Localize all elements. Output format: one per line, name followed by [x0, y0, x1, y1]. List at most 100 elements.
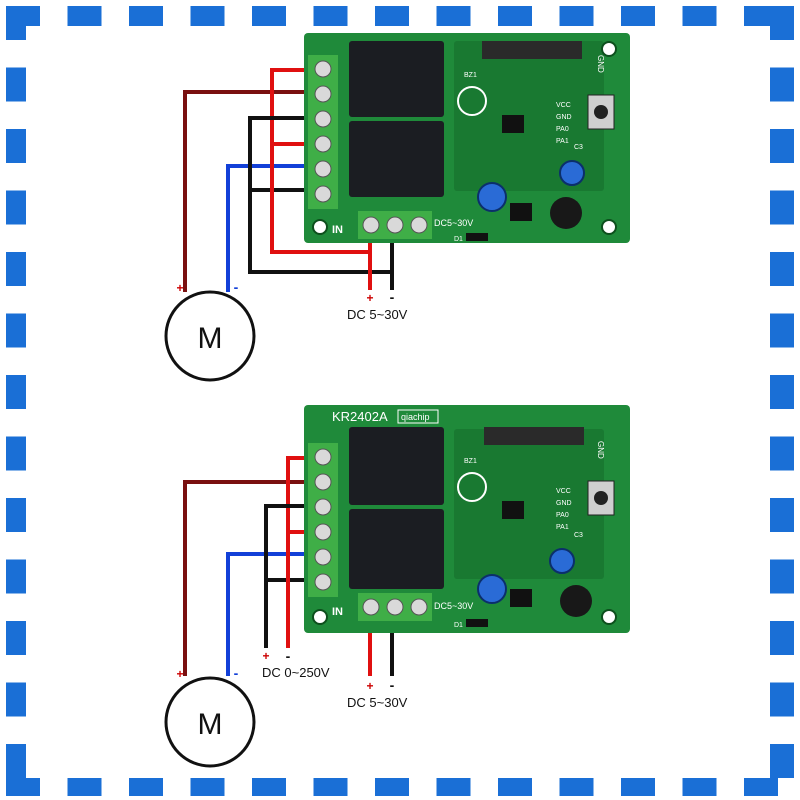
diode	[466, 233, 488, 241]
board-power-label: DC5~30V	[434, 218, 473, 228]
frame-block	[770, 621, 794, 655]
frame-block	[6, 621, 26, 655]
terminal-screw	[362, 216, 380, 234]
motor-bottom: M + -	[164, 665, 256, 768]
silk-vcc: VCC	[556, 102, 571, 109]
diode	[466, 619, 488, 627]
silk-gnd-edge: GND	[596, 55, 605, 73]
terminal-screw	[314, 548, 332, 566]
frame-block	[682, 778, 717, 796]
silk-gnd: GND	[556, 114, 572, 121]
wire-motor-positive-brown	[183, 90, 312, 292]
buzzer-icon	[457, 86, 487, 116]
terminal-screw	[410, 216, 428, 234]
frame-block	[770, 190, 794, 225]
inductor-icon	[560, 585, 592, 617]
frame-block	[498, 778, 532, 796]
load-supply-label: DC 0~250V	[262, 665, 330, 680]
mounting-hole	[601, 609, 617, 625]
frame-block	[375, 6, 409, 26]
relay-1	[349, 41, 444, 117]
capacitor-icon	[477, 182, 507, 212]
frame-block	[770, 67, 794, 102]
antenna-coil	[482, 41, 582, 59]
supply-top: + - DC 5~30V	[347, 289, 408, 322]
pcb-trace-area	[454, 41, 604, 191]
frame-block	[770, 498, 794, 532]
silk-d1: D1	[454, 236, 463, 243]
output-terminal-block	[308, 55, 338, 209]
frame-block	[6, 67, 26, 102]
capacitor-icon	[477, 574, 507, 604]
terminal-screw	[314, 448, 332, 466]
terminal-screw	[314, 523, 332, 541]
wire-motor-positive-brown	[183, 480, 312, 676]
supply-label: DC 5~30V	[347, 307, 408, 322]
frame-block	[252, 6, 286, 26]
frame-block	[559, 6, 594, 26]
terminal-screw	[314, 135, 332, 153]
capacitor-icon	[549, 548, 575, 574]
mounting-hole	[601, 219, 617, 235]
supply-label: DC 5~30V	[347, 695, 408, 710]
frame-block	[6, 190, 26, 225]
silk-bz1: BZ1	[464, 458, 477, 465]
ic-chip	[510, 589, 532, 607]
output-screws	[314, 448, 332, 591]
silk-vcc: VCC	[556, 488, 571, 495]
mounting-hole	[312, 609, 328, 625]
pcb-trace-area	[454, 429, 604, 579]
frame-block	[770, 682, 794, 717]
silk-c3: C3	[574, 532, 583, 539]
frame-block	[6, 559, 26, 594]
motor-label: M	[198, 322, 223, 355]
ic-chip	[502, 115, 524, 133]
terminal-screw	[314, 160, 332, 178]
relay-2	[349, 121, 444, 197]
push-button-cap	[594, 491, 608, 505]
frame-block	[375, 778, 409, 796]
frame-block	[313, 778, 348, 796]
relay-board-bottom: KR2402A qiachip IN DC5~30V BZ1 VCC GND P…	[304, 405, 630, 633]
load-supply-bottom: + - DC 0~250V	[262, 648, 330, 680]
wire-motor-negative-blue	[226, 164, 312, 292]
frame-block	[744, 6, 778, 26]
wire-relay-jumper-red	[270, 68, 312, 146]
motor-negative-sign: -	[234, 279, 239, 295]
frame-block	[770, 252, 794, 286]
terminal-screw	[314, 498, 332, 516]
frame-block	[6, 498, 26, 532]
terminal-screw	[314, 185, 332, 203]
motor-label: M	[198, 708, 223, 741]
wires-bottom	[183, 456, 394, 676]
motor-negative-sign: -	[234, 665, 239, 681]
decorative-frame	[6, 6, 794, 796]
terminal-screw	[314, 473, 332, 491]
frame-block	[6, 744, 26, 778]
wire-supply-black-loop	[248, 190, 392, 274]
terminal-screw	[386, 598, 404, 616]
board-power-label: DC5~30V	[434, 601, 473, 611]
supply-bottom: + - DC 5~30V	[347, 677, 408, 710]
frame-block	[6, 682, 26, 717]
wire-supply-red-loop	[270, 144, 370, 254]
wire-relay-jumper-black	[248, 116, 312, 192]
wire-motor-negative-blue	[226, 552, 312, 676]
relay-2	[349, 509, 444, 589]
silk-d1: D1	[454, 622, 463, 629]
frame-block	[252, 778, 286, 796]
frame-block	[190, 6, 225, 26]
motor-positive-sign: +	[176, 667, 183, 681]
frame-block	[436, 778, 471, 796]
ic-chip	[510, 203, 532, 221]
supply-negative-sign: -	[390, 289, 395, 305]
frame-block	[498, 6, 532, 26]
frame-block	[6, 436, 26, 471]
silk-bz1: BZ1	[464, 72, 477, 79]
supply-negative-sign: -	[390, 677, 395, 693]
frame-block	[621, 6, 655, 26]
frame-block	[6, 252, 26, 286]
silk-pa1: PA1	[556, 524, 569, 531]
motor-symbol	[164, 290, 256, 382]
brand-label: qiachip	[401, 412, 430, 422]
